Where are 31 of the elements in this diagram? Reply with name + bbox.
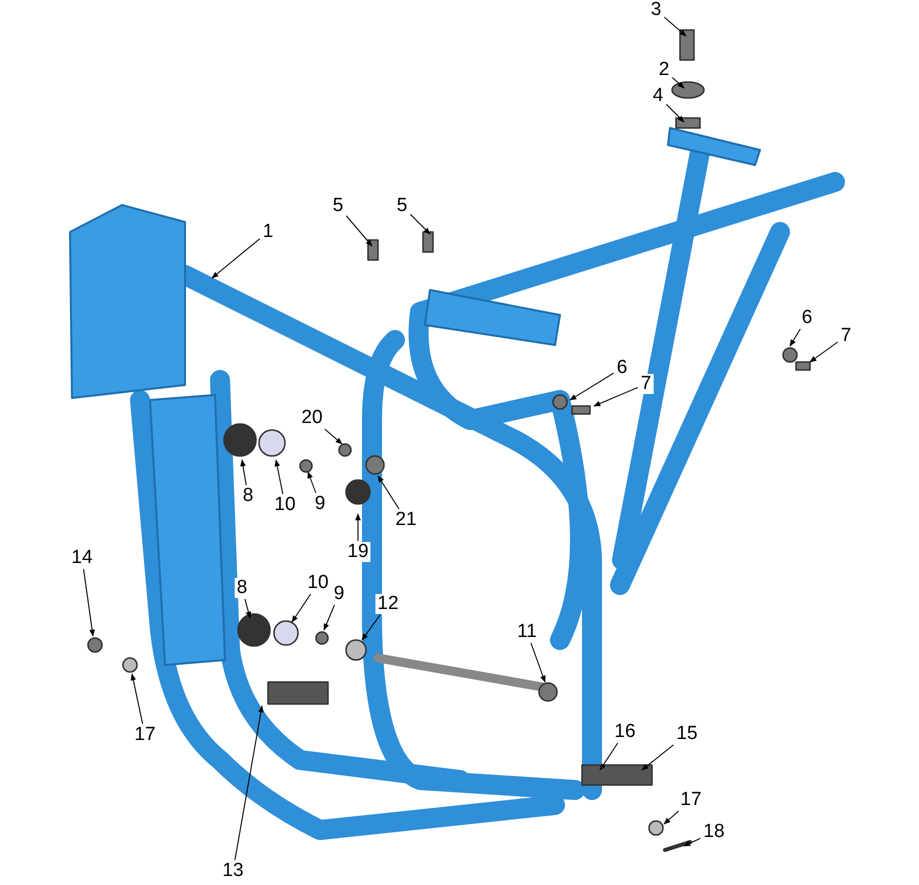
leader-line xyxy=(244,598,252,619)
leader-line xyxy=(790,328,801,347)
leader-line xyxy=(130,673,144,724)
leader-line xyxy=(292,594,312,623)
callout-number: 12 xyxy=(375,594,401,614)
leader-line xyxy=(274,459,284,494)
leader-line xyxy=(355,513,361,542)
leader-line xyxy=(324,604,335,631)
callout-number: 8 xyxy=(234,578,250,598)
leader-line xyxy=(410,214,430,234)
leader-line xyxy=(600,742,618,771)
leader-line xyxy=(234,705,264,860)
leader-line xyxy=(378,475,400,510)
leader-line xyxy=(83,568,95,637)
leader-line xyxy=(641,744,674,770)
leader-line xyxy=(324,428,343,444)
leader-line xyxy=(664,16,687,36)
leader-line xyxy=(569,372,614,400)
leader-line xyxy=(666,104,684,122)
leader-line xyxy=(683,838,701,846)
leader-line xyxy=(809,341,838,362)
leader-line xyxy=(672,76,685,88)
leader-line xyxy=(240,459,247,486)
leader-line xyxy=(211,238,260,278)
leader-line xyxy=(663,810,680,824)
leader-line xyxy=(530,642,546,683)
leader-line xyxy=(346,215,372,247)
leader-line xyxy=(593,387,638,406)
callout-number: 7 xyxy=(638,374,654,394)
leader-line xyxy=(308,471,316,494)
leader-line xyxy=(362,614,381,641)
